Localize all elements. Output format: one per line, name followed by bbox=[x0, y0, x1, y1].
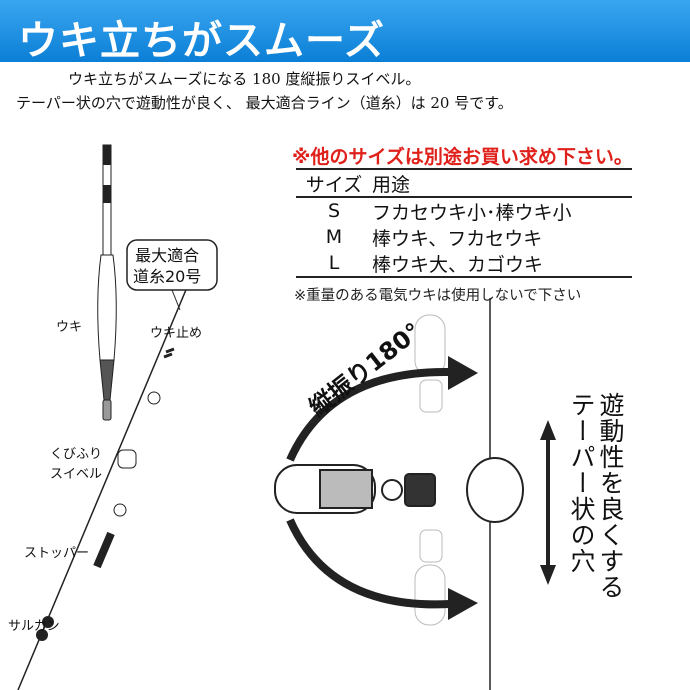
swivel-label-line2: スイベル bbox=[50, 467, 103, 482]
table-row: S フカセウキ小･棒ウキ小 bbox=[296, 198, 632, 224]
use-cell: フカセウキ小･棒ウキ小 bbox=[372, 201, 572, 224]
callout-line1: 最大適合 bbox=[135, 246, 200, 265]
double-arrow-icon bbox=[540, 420, 556, 585]
description-line1: ウキ立ちがスムーズになる 180 度縦振りスイベル。 bbox=[68, 70, 421, 88]
use-cell: 棒ウキ、フカセウキ bbox=[372, 227, 543, 250]
float-illustration bbox=[97, 144, 117, 421]
use-cell: 棒ウキ大、カゴウキ bbox=[372, 253, 544, 276]
taper-hole-text: テーパー状の穴 bbox=[567, 392, 596, 574]
stopper-illustration bbox=[93, 531, 115, 569]
callout-text: 最大適合道糸20号 bbox=[133, 245, 201, 287]
arrow-up bbox=[286, 367, 451, 462]
size-cell: M bbox=[325, 226, 343, 248]
bead bbox=[147, 391, 161, 405]
callout-line2: 道糸20号 bbox=[133, 267, 202, 286]
size-notice: ※他のサイズは別途お買い求め下さい。 bbox=[292, 146, 633, 168]
description-line2: テーパー状の穴で遊動性が良く、 最大適合ライン（道糸）は 20 号です。 bbox=[16, 94, 513, 112]
header-use: 用途 bbox=[372, 173, 411, 196]
size-cell: L bbox=[328, 252, 340, 274]
table-row: L 棒ウキ大、カゴウキ bbox=[296, 250, 632, 276]
swivel-label-line1: くびふり bbox=[50, 447, 103, 462]
swivel-label: くびふりスイベル bbox=[50, 445, 102, 485]
sarukan-label: サルカン bbox=[8, 619, 60, 634]
table-row: M 棒ウキ、フカセウキ bbox=[296, 224, 632, 250]
bead bbox=[113, 503, 127, 517]
table-header: サイズ用途 bbox=[296, 170, 632, 196]
float-stop-label: ウキ止め bbox=[150, 326, 203, 341]
stopper-label: ストッパー bbox=[24, 546, 90, 561]
mobility-text: 遊動性を良くする bbox=[596, 392, 625, 600]
arrow-down bbox=[286, 518, 451, 609]
header-size: サイズ bbox=[305, 173, 363, 196]
header-title: ウキ立ちがスムーズ bbox=[18, 18, 385, 64]
swivel-bead bbox=[117, 449, 137, 469]
float-stop-knot bbox=[163, 347, 175, 359]
float-label: ウキ bbox=[56, 320, 83, 335]
size-cell: S bbox=[327, 200, 341, 222]
swivel-illustration bbox=[274, 457, 524, 523]
header-banner: ウキ立ちがスムーズ bbox=[0, 0, 690, 64]
sarukan-illustration bbox=[36, 616, 54, 641]
usage-warning: ※重量のある電気ウキは使用しないで下さい bbox=[294, 288, 582, 304]
size-table: サイズ用途 S フカセウキ小･棒ウキ小 M 棒ウキ、フカセウキ L 棒ウキ大、カゴウキ bbox=[296, 168, 632, 278]
swivel-ghost bbox=[414, 314, 446, 626]
